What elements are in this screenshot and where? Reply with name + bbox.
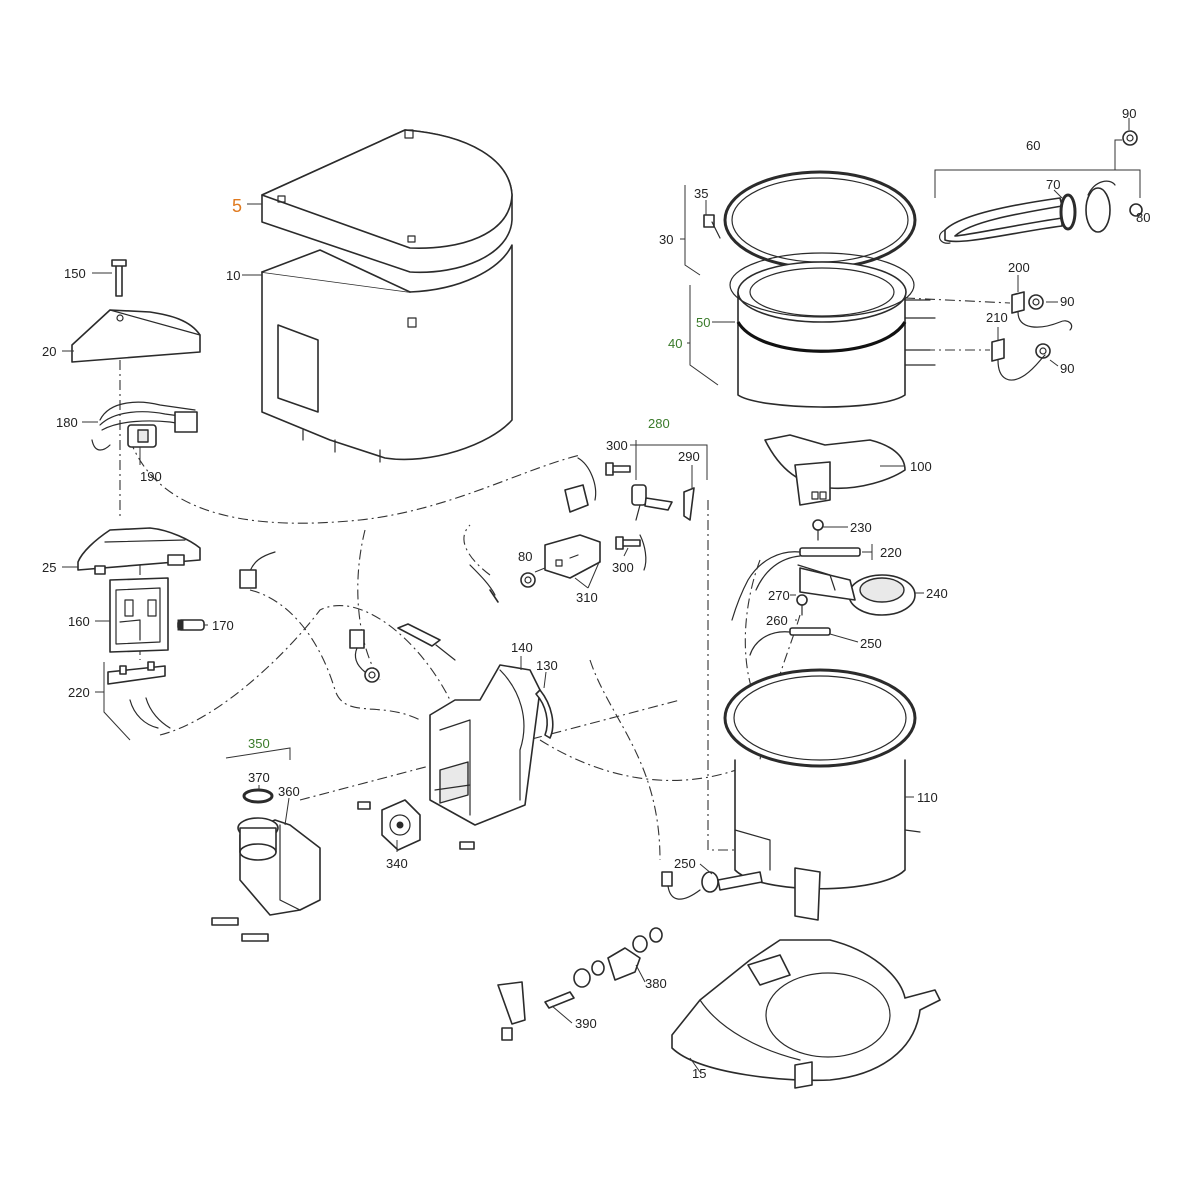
callout-250-upper: 250 — [860, 636, 882, 651]
callout-35: 35 — [694, 186, 708, 201]
callout-220-left: 220 — [68, 685, 90, 700]
callout-310: 310 — [576, 590, 598, 605]
callout-340: 340 — [386, 856, 408, 871]
callout-180: 180 — [56, 415, 78, 430]
callout-80-element: 80 — [1136, 210, 1150, 225]
clip-part-270 — [797, 564, 836, 591]
screw-part-260 — [796, 594, 808, 616]
callout-160: 160 — [68, 614, 90, 629]
terminal-part-220-left — [107, 661, 171, 729]
sensor-part-200 — [1011, 291, 1073, 331]
fan-part-340 — [357, 799, 475, 851]
leader-lines — [62, 118, 1141, 1073]
callout-110: 110 — [917, 790, 938, 805]
callout-170: 170 — [212, 618, 234, 633]
connector-wires — [239, 457, 597, 683]
heat-exchanger-part-40 — [729, 252, 936, 408]
electrodes-part-220-right — [731, 547, 861, 621]
seal-part-130 — [535, 689, 554, 739]
screw-part-230 — [812, 519, 824, 541]
callout-240: 240 — [926, 586, 948, 601]
callout-labels: 5 10 15 20 25 30 35 40 50 60 70 80 80 90… — [42, 106, 1150, 1081]
callout-370: 370 — [248, 770, 270, 785]
heating-element-part-60 — [938, 197, 1063, 244]
callout-50: 50 — [696, 315, 710, 330]
callout-30: 30 — [659, 232, 673, 247]
chamber-part-140 — [429, 664, 541, 826]
nut-part-80 — [520, 572, 536, 588]
callout-250-lower: 250 — [674, 856, 696, 871]
callout-260: 260 — [766, 613, 788, 628]
base-tray-part-15 — [671, 939, 941, 1089]
igniter-part-280 — [631, 484, 673, 521]
screw-part-150 — [111, 259, 127, 297]
circuit-board-part-160 — [109, 577, 169, 653]
callout-15: 15 — [692, 1066, 706, 1081]
o-ring-part-370 — [242, 788, 274, 804]
callout-390: 390 — [575, 1016, 597, 1031]
callout-290: 290 — [678, 449, 700, 464]
sensor-part-210 — [991, 338, 1046, 381]
clip-part-290 — [683, 487, 695, 521]
sensor-part-250-lower — [661, 871, 763, 900]
callout-230: 230 — [850, 520, 872, 535]
callout-360: 360 — [278, 784, 300, 799]
callout-60: 60 — [1026, 138, 1040, 153]
callout-380: 380 — [645, 976, 667, 991]
heat-shield-part-100 — [764, 434, 906, 506]
callout-5: 5 — [232, 196, 242, 216]
callout-220-right: 220 — [880, 545, 902, 560]
nuts-part-90 — [1028, 130, 1138, 359]
callout-150: 150 — [64, 266, 86, 281]
gasket-part-70 — [1059, 193, 1077, 231]
callout-90-bottom: 90 — [1060, 361, 1074, 376]
cover-part-20 — [71, 309, 201, 363]
callout-20: 20 — [42, 344, 56, 359]
burner-part-240 — [799, 567, 916, 616]
gasket-part-50 — [736, 321, 907, 353]
lid-part-5 — [261, 129, 513, 274]
callout-350: 350 — [248, 736, 270, 751]
bracket-part-310 — [544, 484, 601, 579]
control-base-part-25 — [77, 527, 201, 575]
callout-130: 130 — [536, 658, 558, 673]
electrode-part-250-upper — [749, 627, 831, 656]
callout-90-top: 90 — [1122, 106, 1136, 121]
screws-part-300 — [605, 462, 647, 571]
callout-200: 200 — [1008, 260, 1030, 275]
callout-210: 210 — [986, 310, 1008, 325]
callout-190: 190 — [140, 469, 162, 484]
callout-100: 100 — [910, 459, 932, 474]
callout-40: 40 — [668, 336, 682, 351]
bracket-part-390 — [497, 981, 575, 1041]
callout-25: 25 — [42, 560, 56, 575]
flange-part-80 — [1085, 180, 1143, 233]
gas-fitting-part-380 — [573, 927, 663, 988]
screw-part-35 — [703, 214, 721, 239]
casing-part-10 — [261, 244, 513, 463]
callout-140: 140 — [511, 640, 533, 655]
wire-harness-part-180 — [91, 401, 198, 451]
callout-300-upper: 300 — [606, 438, 628, 453]
callout-10: 10 — [226, 268, 240, 283]
fuse-part-170 — [177, 619, 205, 631]
exhaust-part-360 — [237, 817, 321, 916]
callout-90-middle: 90 — [1060, 294, 1074, 309]
callout-70: 70 — [1046, 177, 1060, 192]
screws-part-350 — [211, 917, 269, 942]
assembly-lines — [119, 297, 1011, 861]
callout-80-nut: 80 — [518, 549, 532, 564]
callout-270: 270 — [768, 588, 790, 603]
callout-280: 280 — [648, 416, 670, 431]
callout-300-lower: 300 — [612, 560, 634, 575]
combustion-chamber-part-110 — [723, 668, 921, 921]
switch-part-190 — [127, 424, 157, 448]
